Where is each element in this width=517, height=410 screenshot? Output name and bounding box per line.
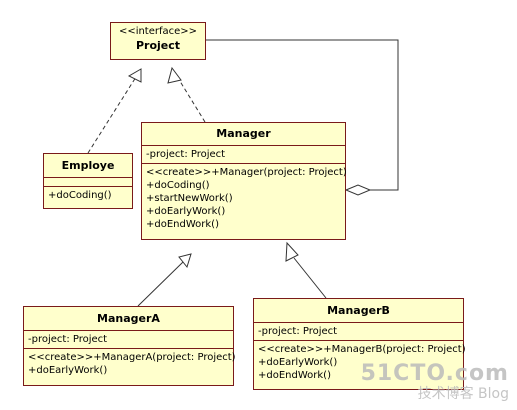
managerB-method: +doEarlyWork() (258, 357, 338, 368)
aggregation-manager-project (205, 39, 399, 191)
managerB-method: +doEndWork() (258, 370, 331, 381)
managerB-method: <<create>>+ManagerB(project: Project) (258, 344, 466, 355)
employe-name: Employe (61, 159, 115, 172)
managerA-name: ManagerA (97, 312, 160, 325)
manager-method: +doEndWork() (146, 219, 219, 230)
generalization-arrowhead-managerB (285, 241, 299, 262)
class-manager[interactable]: Manager -project: Project <<create>>+Man… (141, 122, 347, 240)
employe-method: +doCoding() (48, 190, 112, 201)
generalization-managerB-manager (293, 257, 327, 299)
manager-name: Manager (216, 127, 271, 140)
managerB-name: ManagerB (327, 304, 390, 317)
manager-methods: <<create>>+Manager(project: Project) +do… (142, 163, 347, 233)
realization-arrowhead-manager (167, 66, 182, 84)
managerB-methods: <<create>>+ManagerB(project: Project) +d… (254, 340, 466, 384)
realization-employe-project (87, 76, 137, 154)
manager-method: <<create>>+Manager(project: Project) (146, 167, 347, 178)
manager-attribute: -project: Project (146, 149, 226, 160)
realization-manager-project (177, 77, 206, 123)
generalization-arrowhead-managerA (178, 253, 192, 269)
employe-attributes (44, 177, 132, 186)
managerA-method: <<create>>+ManagerA(project: Project) (28, 352, 236, 363)
managerB-attribute: -project: Project (258, 326, 338, 337)
project-name: Project (135, 39, 181, 52)
project-stereotype: <<interface>> (118, 26, 198, 37)
managerA-methods: <<create>>+ManagerA(project: Project) +d… (24, 348, 236, 379)
manager-method: +doEarlyWork() (146, 206, 226, 217)
watermark: 51CTO.com 技术博客 Blog (360, 361, 509, 403)
class-employe[interactable]: Employe +doCoding() (43, 153, 133, 209)
class-managerA[interactable]: ManagerA -project: Project <<create>>+Ma… (23, 306, 236, 386)
watermark-sub: 技术博客 Blog (417, 386, 509, 402)
managerA-attributes: -project: Project (24, 330, 233, 348)
class-managerB[interactable]: ManagerB -project: Project <<create>>+Ma… (253, 298, 466, 390)
watermark-site: 51CTO.com (360, 361, 509, 386)
manager-attributes: -project: Project (142, 145, 345, 163)
class-project[interactable]: <<interface>> Project (110, 22, 206, 60)
manager-method: +doCoding() (146, 180, 210, 191)
aggregation-diamond (344, 184, 372, 196)
employe-methods: +doCoding() (44, 186, 132, 204)
generalization-managerA-manager (137, 261, 184, 307)
managerB-attributes: -project: Project (254, 322, 463, 340)
manager-method: +startNewWork() (146, 193, 233, 204)
managerA-method: +doEarlyWork() (28, 365, 108, 376)
realization-arrowhead-employe (127, 68, 142, 83)
managerA-attribute: -project: Project (28, 334, 108, 345)
